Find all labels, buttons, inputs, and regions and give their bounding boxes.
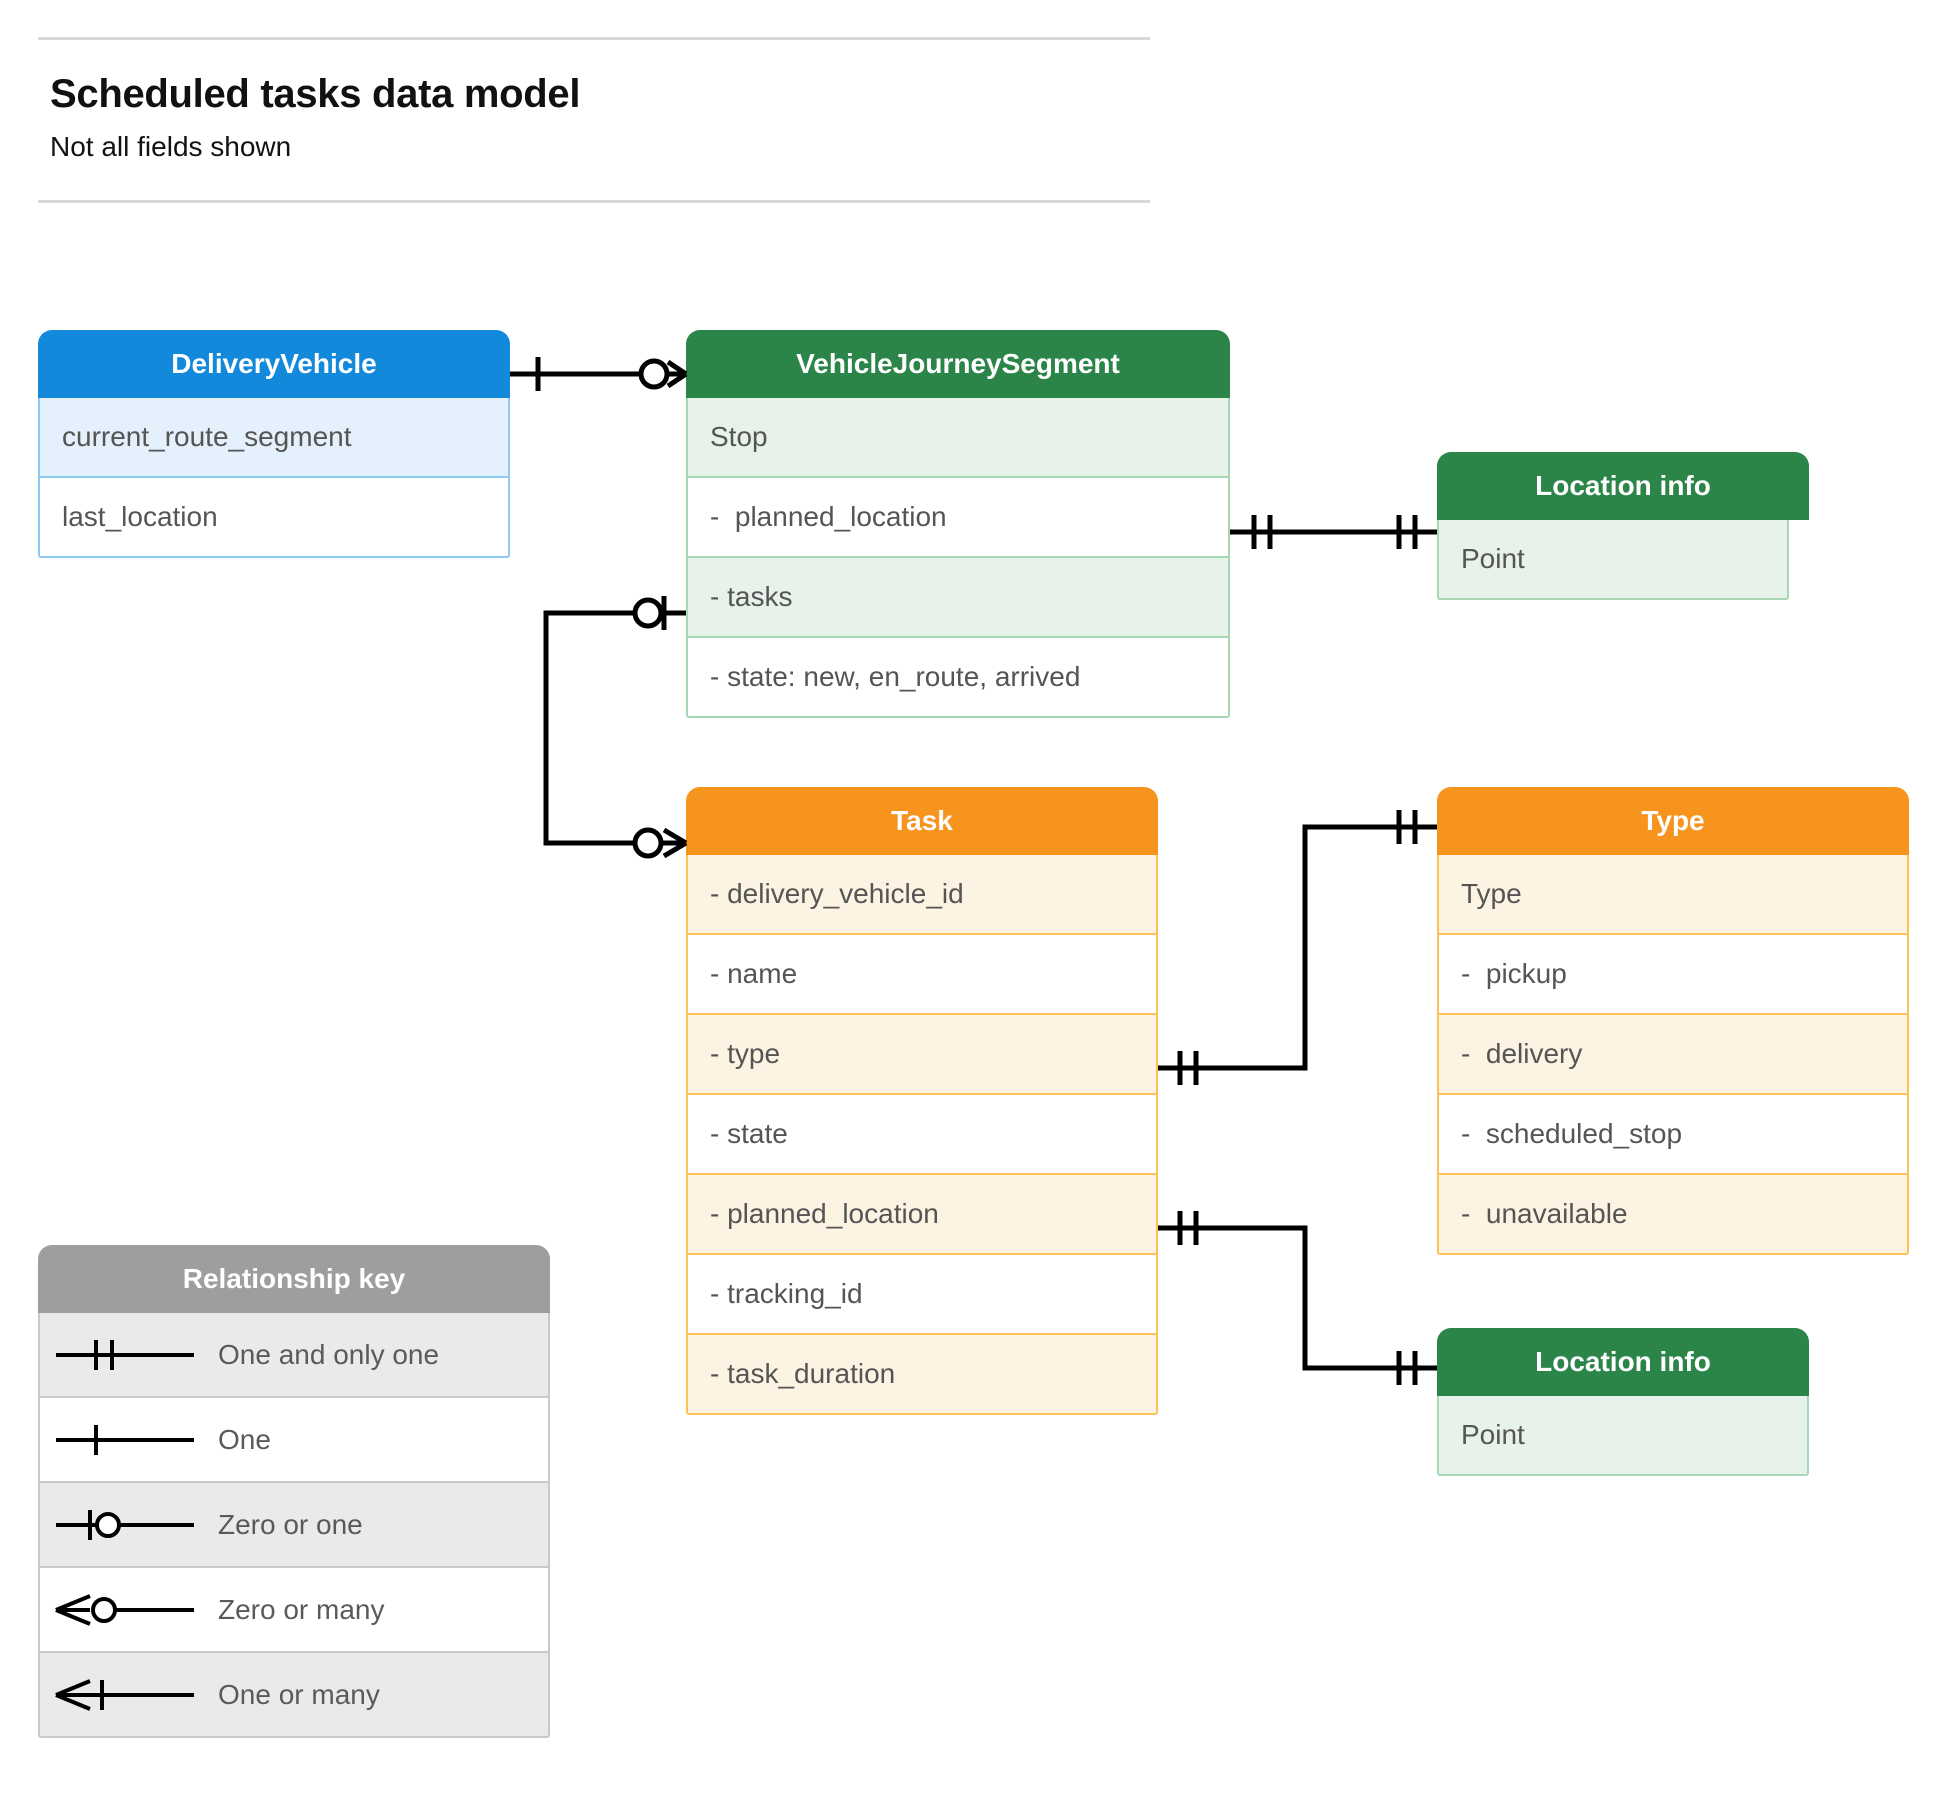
- legend-item: One and only one: [38, 1313, 550, 1398]
- field-row: current_route_segment: [38, 398, 510, 478]
- header-rule-top: [38, 37, 1150, 40]
- connector-vjs-tasks-task: [543, 596, 688, 859]
- connector-task-planned-location-locationinfo: [1158, 1211, 1437, 1385]
- field-row: - planned_location: [686, 478, 1230, 558]
- field-row: - planned_location: [686, 1175, 1158, 1255]
- field-row: Point: [1437, 520, 1789, 600]
- entity-type[interactable]: Type Type - pickup - delivery - schedule…: [1437, 787, 1909, 1255]
- legend-item-label: One and only one: [218, 1338, 440, 1370]
- legend-item-label: Zero or many: [218, 1593, 385, 1625]
- legend-title: Relationship key: [38, 1245, 550, 1313]
- field-row: - task_duration: [686, 1335, 1158, 1415]
- field-row: Point: [1437, 1396, 1809, 1476]
- field-row: - delivery: [1437, 1015, 1909, 1095]
- entity-title-delivery-vehicle: DeliveryVehicle: [38, 330, 510, 398]
- field-row: - pickup: [1437, 935, 1909, 1015]
- field-row: - type: [686, 1015, 1158, 1095]
- legend-item: One: [38, 1398, 550, 1483]
- entity-vehicle-journey-segment[interactable]: VehicleJourneySegment Stop - planned_loc…: [686, 330, 1230, 718]
- entity-task[interactable]: Task - delivery_vehicle_id - name - type…: [686, 787, 1158, 1415]
- field-row: - state: new, en_route, arrived: [686, 638, 1230, 718]
- entity-location-info-top[interactable]: Location info Point: [1437, 452, 1809, 600]
- field-row: - name: [686, 935, 1158, 1015]
- connector-deliveryvehicle-vehiclejourneysegment: [510, 357, 688, 391]
- legend-item-label: One or many: [218, 1678, 380, 1710]
- field-row: Type: [1437, 855, 1909, 935]
- legend-relationship-key: Relationship key One and only one One: [38, 1245, 550, 1738]
- field-row: - unavailable: [1437, 1175, 1909, 1255]
- legend-item-label: One: [218, 1423, 271, 1455]
- entity-title-type: Type: [1437, 787, 1909, 855]
- one-and-only-one-icon: [40, 1313, 218, 1396]
- one-or-many-icon: [40, 1653, 218, 1736]
- connector-task-type-type: [1158, 810, 1437, 1085]
- field-row: - tracking_id: [686, 1255, 1158, 1335]
- one-icon: [40, 1398, 218, 1481]
- entity-location-info-bottom[interactable]: Location info Point: [1437, 1328, 1809, 1476]
- entity-title-task: Task: [686, 787, 1158, 855]
- connector-vjs-planned-location-locationinfo: [1230, 515, 1437, 549]
- entity-title-location-info: Location info: [1437, 1328, 1809, 1396]
- header-rule-bottom: [38, 200, 1150, 203]
- entity-title-vehicle-journey-segment: VehicleJourneySegment: [686, 330, 1230, 398]
- legend-item-label: Zero or one: [218, 1508, 363, 1540]
- page-title: Scheduled tasks data model: [50, 72, 581, 116]
- legend-item: Zero or one: [38, 1483, 550, 1568]
- field-row: - delivery_vehicle_id: [686, 855, 1158, 935]
- page-subtitle: Not all fields shown: [50, 131, 292, 162]
- entity-title-location-info: Location info: [1437, 452, 1809, 520]
- zero-or-many-icon: [40, 1568, 218, 1651]
- field-row: Stop: [686, 398, 1230, 478]
- field-row: - tasks: [686, 558, 1230, 638]
- field-row: last_location: [38, 478, 510, 558]
- legend-item: Zero or many: [38, 1568, 550, 1653]
- field-row: - state: [686, 1095, 1158, 1175]
- entity-delivery-vehicle[interactable]: DeliveryVehicle current_route_segment la…: [38, 330, 510, 558]
- field-row: - scheduled_stop: [1437, 1095, 1909, 1175]
- zero-or-one-icon: [40, 1483, 218, 1566]
- legend-item: One or many: [38, 1653, 550, 1738]
